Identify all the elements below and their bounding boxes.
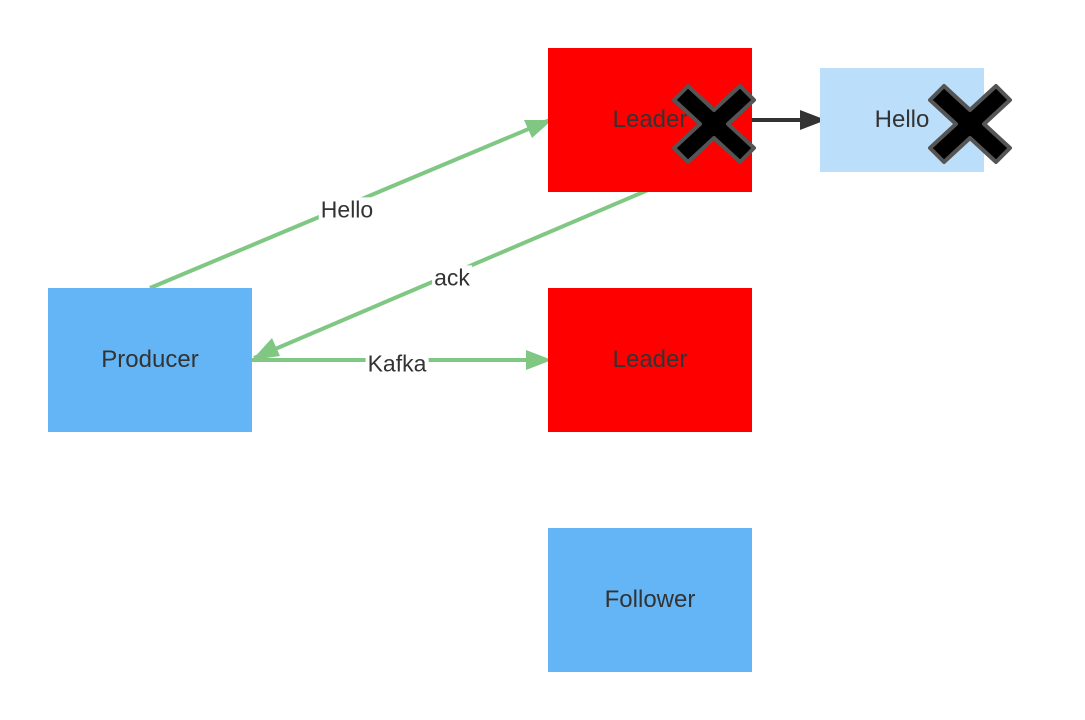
edge-ack-arrowhead <box>252 338 280 360</box>
cross-mark-icon <box>928 84 1012 164</box>
edge-replicate-arrowhead <box>800 110 826 130</box>
edge-ack-label: ack <box>432 264 472 291</box>
leader-middle-label: Leader <box>612 346 688 373</box>
producer-node[interactable]: Producer <box>48 288 252 432</box>
edge-kafka-label: Kafka <box>365 350 429 377</box>
replica-node[interactable]: Hello <box>820 68 984 172</box>
replica-label: Hello <box>874 106 930 133</box>
leader-top-label: Leader <box>612 106 688 133</box>
edge-hello-arrowhead <box>524 120 552 138</box>
edge-hello-label: Hello <box>318 196 376 223</box>
follower-label: Follower <box>604 586 696 613</box>
follower-node[interactable]: Follower <box>548 528 752 672</box>
producer-label: Producer <box>101 346 199 373</box>
cross-mark-icon <box>672 84 756 164</box>
leader-middle-node[interactable]: Leader <box>548 288 752 432</box>
edge-kafka-arrowhead <box>526 350 552 370</box>
